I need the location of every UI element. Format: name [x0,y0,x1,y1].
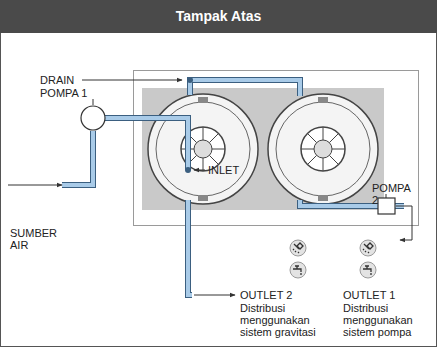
pipe [105,118,188,170]
outlet-icon [360,240,376,256]
part-label: INLET [208,164,239,176]
header-title: Tampak Atas [0,0,437,33]
part-label: SUMBER AIR [10,227,58,251]
part-label: OUTLET 1 [343,289,395,301]
outlet-icon [360,262,376,278]
part-label: DRAIN [40,74,74,86]
pipe [62,131,93,185]
part-label: POMPA 1 [40,87,87,99]
water-tank [142,88,264,210]
pipe [188,200,192,295]
outlet-icon [290,262,306,278]
pipe [62,131,93,185]
part-label: Distribusi menggunakan sistem pompa [343,302,423,338]
water-tank [262,88,384,210]
part-label: OUTLET 2 [240,289,292,301]
pipe [300,200,378,206]
pipe [300,200,378,206]
pipe [190,80,300,96]
part-label: POMPA 2 [372,182,417,206]
pipe [188,200,192,295]
pipe [105,118,188,170]
outlet-icon [290,240,306,256]
pipe [190,80,300,96]
part-label: Distribusi menggunakan sistem gravitasi [240,302,320,338]
